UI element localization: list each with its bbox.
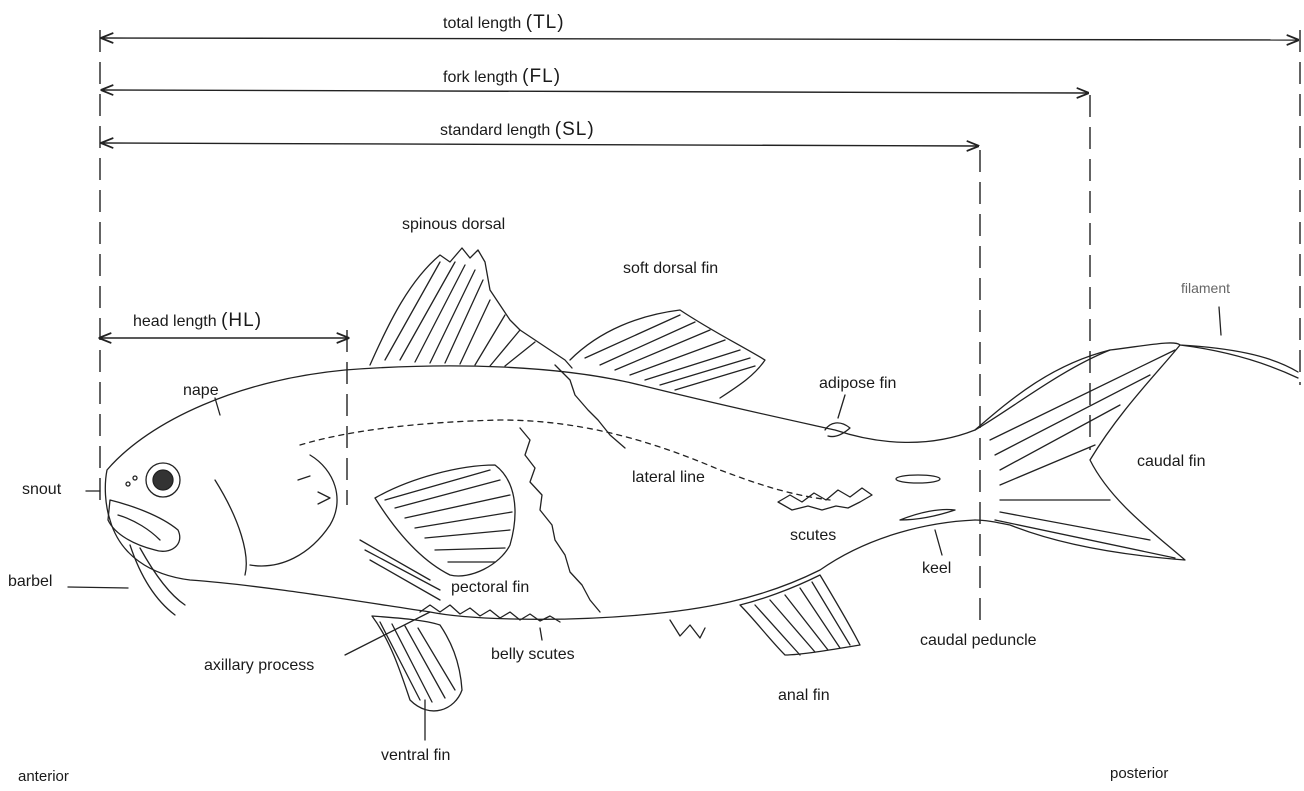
shoulder-scutes xyxy=(520,428,600,612)
standard-length-label: standard length (SL) xyxy=(440,120,595,139)
belly-scutes-leader xyxy=(540,628,542,640)
anal-fin-label: anal fin xyxy=(778,688,830,704)
nape-label: nape xyxy=(183,383,219,399)
belly-scutes-label: belly scutes xyxy=(491,647,575,663)
fork-length-arrow xyxy=(102,90,1088,93)
scutes xyxy=(778,488,872,510)
filament-leader xyxy=(1219,307,1221,335)
posterior-label: posterior xyxy=(1110,766,1168,781)
fork-length-text: fork length xyxy=(443,69,518,86)
head-length-abbr: HL xyxy=(228,310,254,331)
caudal-fin-label: caudal fin xyxy=(1137,454,1206,470)
ventral-fin-label: ventral fin xyxy=(381,748,450,764)
adipose-fin xyxy=(825,423,850,437)
head-length-text: head length xyxy=(133,313,217,330)
spinous-dorsal-fin xyxy=(370,248,572,368)
filament-label: filament xyxy=(1181,281,1230,295)
barbel-label: barbel xyxy=(8,574,52,590)
nape-leader xyxy=(215,398,220,415)
axillary-process-label: axillary process xyxy=(204,658,314,674)
fork-length-label: fork length (FL) xyxy=(443,67,561,86)
adipose-fin-label: adipose fin xyxy=(819,376,896,392)
ventral-fin xyxy=(372,616,462,711)
scutes-label: scutes xyxy=(790,528,836,544)
standard-length-arrow xyxy=(102,143,978,146)
keel xyxy=(900,509,955,520)
barbel-leader xyxy=(68,587,128,588)
soft-dorsal-fin xyxy=(570,310,765,398)
fish-body-outline xyxy=(105,350,1110,619)
standard-length-text: standard length xyxy=(440,122,550,139)
keel-leader xyxy=(935,530,942,555)
lateral-line-label: lateral line xyxy=(632,470,705,486)
head-length-label: head length (HL) xyxy=(133,311,262,330)
total-length-abbr: TL xyxy=(533,12,557,33)
operculum-outline xyxy=(250,455,337,566)
soft-dorsal-fin-label: soft dorsal fin xyxy=(623,261,718,277)
lateral-line xyxy=(300,420,830,500)
snout-label: snout xyxy=(22,482,61,498)
spinous-dorsal-label: spinous dorsal xyxy=(402,217,505,233)
adipose-leader xyxy=(838,395,845,418)
total-length-text: total length xyxy=(443,15,521,32)
caudal-peduncle-label: caudal peduncle xyxy=(920,633,1037,649)
mouth xyxy=(108,500,180,551)
keel-upper xyxy=(896,475,940,483)
total-length-label: total length (TL) xyxy=(443,13,565,32)
anterior-label: anterior xyxy=(18,769,69,784)
standard-length-abbr: SL xyxy=(562,119,587,140)
barbel xyxy=(130,545,185,615)
keel-label: keel xyxy=(922,561,951,577)
fork-length-abbr: FL xyxy=(530,66,554,87)
total-length-arrow xyxy=(102,38,1298,40)
pectoral-fin-label: pectoral fin xyxy=(451,580,529,596)
